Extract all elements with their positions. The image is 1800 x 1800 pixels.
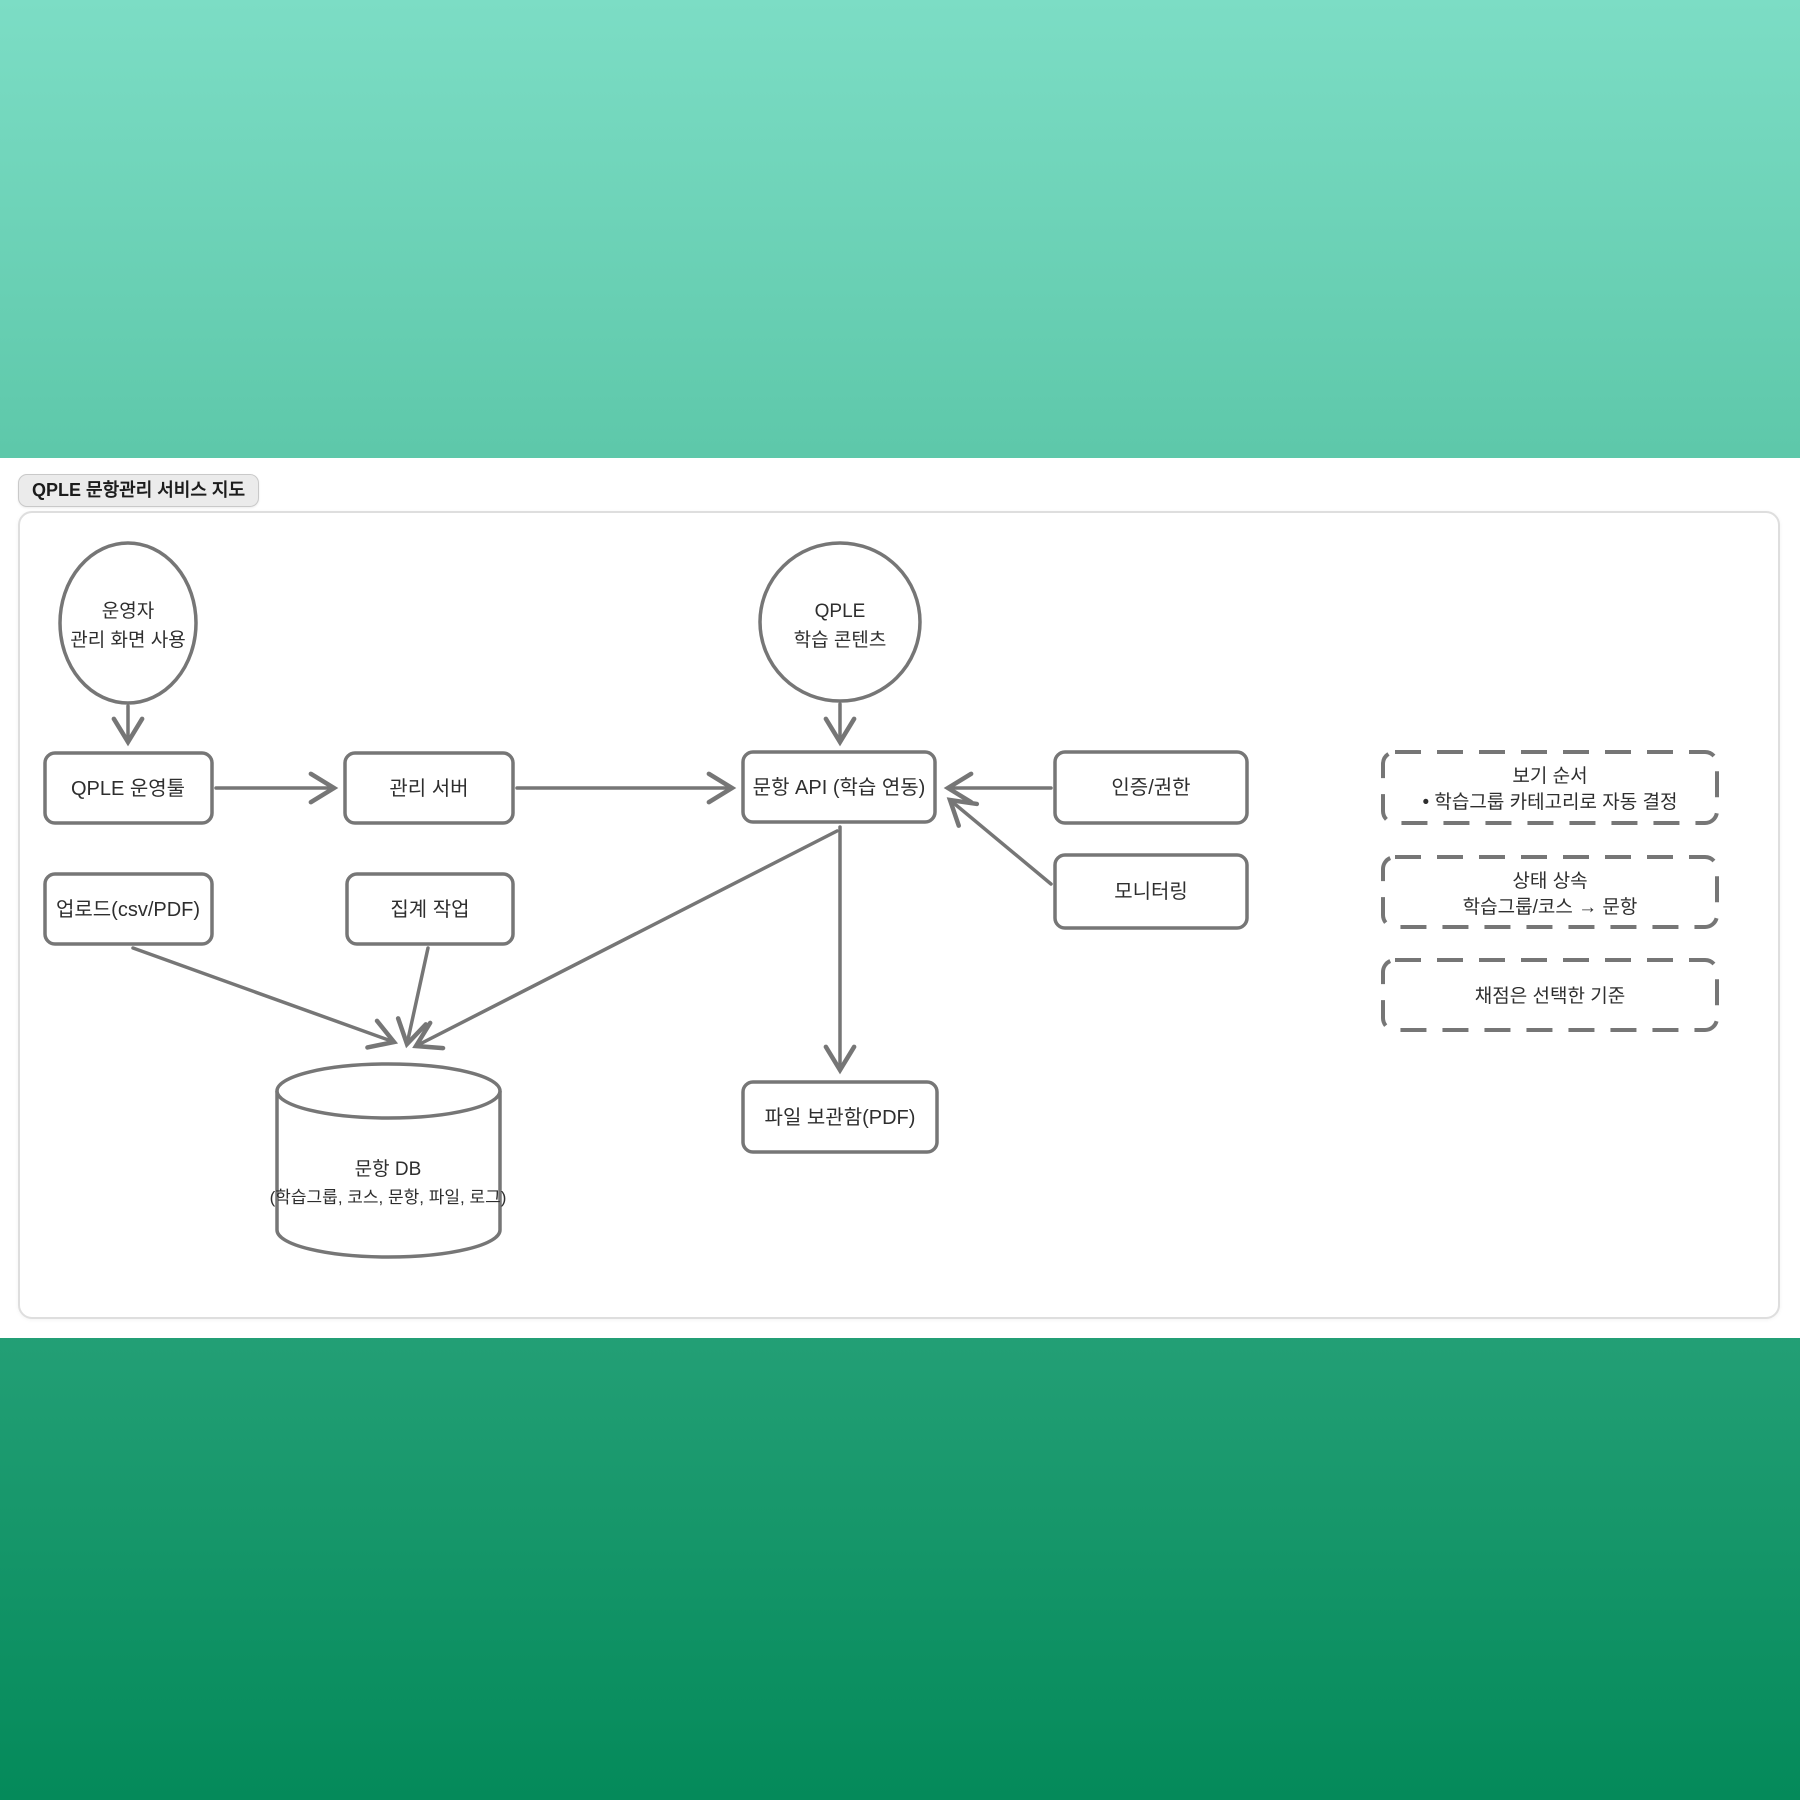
question-db-label-line2: (학습그룹, 코스, 문항, 파일, 로그) bbox=[270, 1188, 507, 1207]
state-inherit-box bbox=[1381, 855, 1719, 929]
monitoring-box bbox=[1053, 853, 1249, 930]
qple-content-label-line2: 학습 콘텐츠 bbox=[794, 629, 887, 651]
operator-label-line1: 운영자 bbox=[102, 600, 154, 622]
question-api-label: 문항 API (학습 연동) bbox=[753, 776, 926, 799]
arrow-aggregation-to-question-db bbox=[395, 946, 430, 1049]
node-auth: 인증/권한 bbox=[1053, 750, 1249, 825]
question-db-top-ellipse bbox=[275, 1062, 502, 1120]
view-order-box bbox=[1381, 750, 1719, 825]
ops-tool-label: QPLE 운영툴 bbox=[71, 777, 185, 800]
state-inherit-line1: 상태 상속 bbox=[1512, 870, 1587, 892]
arrow-monitoring-to-question-api bbox=[946, 797, 1053, 886]
grading-line1: 채점은 선택한 기준 bbox=[1475, 985, 1625, 1007]
upload-box bbox=[43, 872, 214, 946]
node-file-archive: 파일 보관함(PDF) bbox=[741, 1080, 939, 1154]
arrow-question-api-to-question-db bbox=[412, 829, 839, 1051]
qple-content-ellipse bbox=[758, 541, 922, 703]
node-ops-tool: QPLE 운영툴 bbox=[43, 751, 214, 825]
file-archive-box bbox=[741, 1080, 939, 1154]
arrow-upload-to-question-db bbox=[131, 946, 399, 1050]
upload-label: 업로드(csv/PDF) bbox=[56, 898, 200, 921]
question-db-label-line1: 문항 DB bbox=[355, 1158, 422, 1180]
node-aggregation: 집계 작업 bbox=[345, 872, 515, 946]
admin-server-box bbox=[343, 751, 515, 825]
question-db-body-outline bbox=[275, 1091, 502, 1259]
auth-box bbox=[1053, 750, 1249, 825]
qple-content-label-line1: QPLE bbox=[815, 601, 866, 622]
monitoring-label: 모니터링 bbox=[1114, 880, 1188, 903]
grading-box bbox=[1381, 958, 1719, 1032]
node-operator-circle: 운영자 관리 화면 사용 bbox=[58, 541, 198, 705]
ops-tool-box bbox=[43, 751, 214, 825]
view-order-line2: • 학습그룹 카테고리로 자동 결정 bbox=[1422, 791, 1677, 813]
question-db-body-fill bbox=[277, 1091, 501, 1257]
note-state-inherit: 상태 상속 학습그룹/코스 → 문항 bbox=[1381, 855, 1719, 929]
auth-label: 인증/권한 bbox=[1111, 776, 1190, 799]
node-monitoring: 모니터링 bbox=[1053, 853, 1249, 930]
admin-server-label: 관리 서버 bbox=[389, 777, 468, 800]
operator-ellipse bbox=[58, 541, 198, 705]
note-grading: 채점은 선택한 기준 bbox=[1381, 958, 1719, 1032]
operator-label-line2: 관리 화면 사용 bbox=[70, 629, 185, 651]
node-question-api: 문항 API (학습 연동) bbox=[741, 750, 937, 824]
note-view-order: 보기 순서 • 학습그룹 카테고리로 자동 결정 bbox=[1381, 750, 1719, 825]
node-admin-server: 관리 서버 bbox=[343, 751, 515, 825]
file-archive-label: 파일 보관함(PDF) bbox=[765, 1106, 916, 1129]
aggregation-label: 집계 작업 bbox=[390, 898, 469, 921]
state-inherit-line2: 학습그룹/코스 → 문항 bbox=[1463, 896, 1638, 918]
node-qple-content-circle: QPLE 학습 콘텐츠 bbox=[758, 541, 922, 703]
node-question-db-cylinder: 문항 DB (학습그룹, 코스, 문항, 파일, 로그) bbox=[270, 1062, 507, 1259]
view-order-line1: 보기 순서 bbox=[1512, 765, 1587, 787]
question-api-box bbox=[741, 750, 937, 824]
aggregation-box bbox=[345, 872, 515, 946]
diagram-title-badge: QPLE 문항관리 서비스 지도 bbox=[18, 474, 260, 507]
node-upload: 업로드(csv/PDF) bbox=[43, 872, 214, 946]
